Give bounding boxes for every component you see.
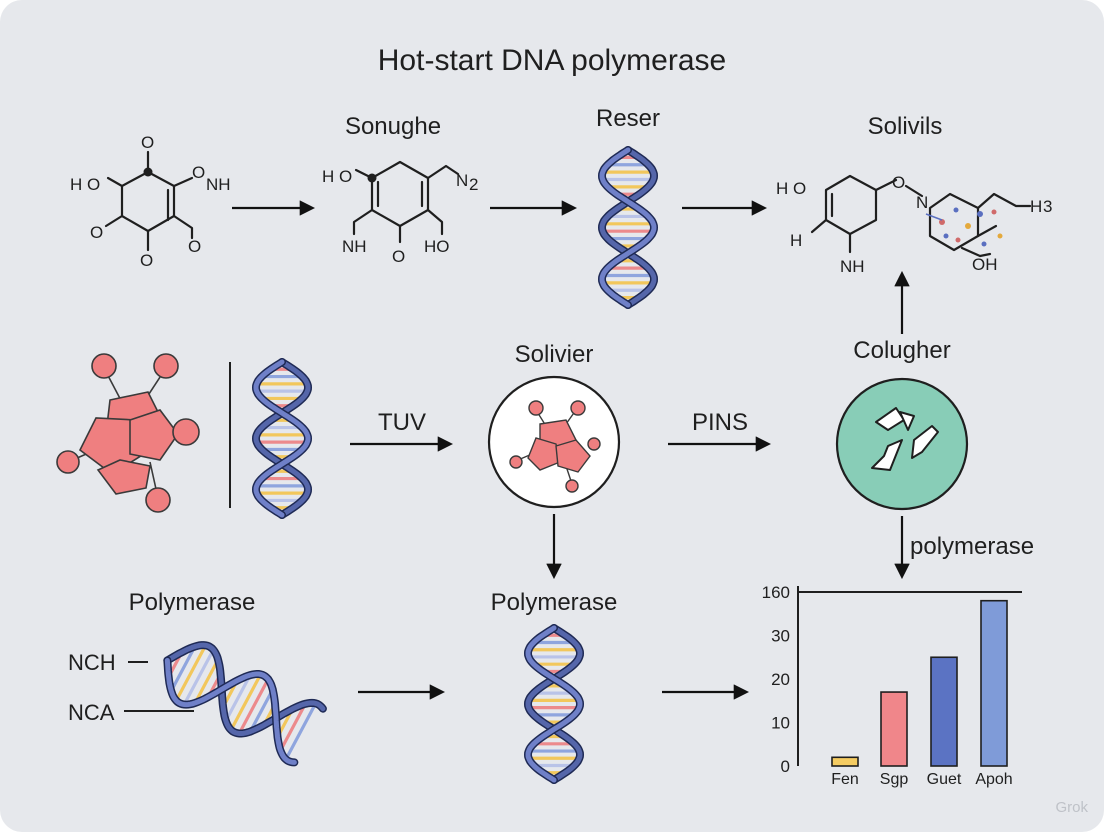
- m1-label-o-right: O: [192, 163, 205, 182]
- chart-x-tick-label: Apoh: [975, 771, 1012, 788]
- molecule-3: H O O N H H 3 NH OH: [776, 173, 1052, 276]
- chart-y-tick-label: 20: [771, 670, 790, 689]
- m1-label-ho: H O: [70, 175, 100, 194]
- dna-base-pair: [237, 678, 270, 735]
- m3-label-nh: NH: [840, 257, 865, 276]
- m3-label-h: H: [790, 231, 802, 250]
- label-polymerase-arrow: polymerase: [910, 533, 1034, 560]
- dna-helix-center: [523, 624, 585, 784]
- molecule-2: H O N 2 NH O HO: [322, 160, 478, 266]
- label-solivils: Solivils: [868, 113, 943, 140]
- dna-helix-top: [597, 146, 659, 309]
- m2-label-nh: NH: [342, 237, 367, 256]
- dna-base-pair: [174, 644, 208, 702]
- m2-label-n: N: [456, 171, 468, 190]
- label-pins: PINS: [692, 409, 748, 436]
- label-colugher: Colugher: [853, 337, 950, 364]
- m1-label-o-br: O: [188, 237, 201, 256]
- dna-base-pair: [182, 648, 215, 706]
- label-reser: Reser: [596, 105, 660, 132]
- chart-bar: [980, 599, 1008, 767]
- dna-base-pair: [169, 645, 197, 692]
- m1-label-o-left: O: [90, 223, 103, 242]
- m2-label-sub2: 2: [469, 175, 478, 194]
- chart-bar: [831, 756, 859, 767]
- dna-strand: [164, 642, 326, 737]
- m3-label-h3: H: [1030, 197, 1042, 216]
- label-nch: NCH: [68, 650, 116, 675]
- dna-base-pair: [229, 673, 263, 731]
- dna-strand: [525, 625, 583, 783]
- m3-label-o: O: [892, 173, 905, 192]
- molecule-1: H O O O NH O O O: [70, 133, 231, 270]
- diagram-title: Hot-start DNA polymerase: [378, 44, 726, 77]
- m3-label-ho: H O: [776, 179, 806, 198]
- m2-label-o: O: [392, 247, 405, 266]
- m2-label-ho-right: HO: [424, 237, 450, 256]
- dna-helix-tilted: [163, 641, 327, 767]
- chart-bar: [880, 691, 908, 767]
- chart-x-tick-label: Sgp: [880, 771, 909, 788]
- protein-molecule-large: [56, 353, 200, 513]
- chart-x-tick-label: Guet: [927, 771, 962, 788]
- chart-y-tick-label: 160: [762, 583, 790, 602]
- label-sonughe: Sonughe: [345, 113, 441, 140]
- dna-strand: [253, 359, 311, 518]
- m1-label-nh: NH: [206, 175, 231, 194]
- label-nca: NCA: [68, 700, 115, 725]
- dna-helix-left: [251, 358, 313, 519]
- chart-y-tick-label: 10: [771, 714, 790, 733]
- label-solivier: Solivier: [515, 341, 594, 368]
- m1-label-o-bottom: O: [140, 251, 153, 270]
- dna-base-pair: [193, 658, 220, 704]
- label-polymerase-center: Polymerase: [491, 589, 618, 616]
- solivier-circle: [487, 375, 621, 509]
- label-tuv: TUV: [378, 409, 426, 436]
- colugher-circle: [835, 377, 969, 511]
- label-polymerase-left: Polymerase: [129, 589, 256, 616]
- m3-label-sub3: 3: [1043, 197, 1052, 216]
- m2-label-ho: H O: [322, 167, 352, 186]
- dna-strand: [599, 147, 657, 308]
- chart-x-tick-label: Fen: [831, 771, 859, 788]
- dna-strand: [525, 625, 583, 783]
- chart-y-tick-label: 0: [781, 757, 790, 776]
- dna-base-pair: [248, 688, 275, 733]
- dna-strand: [599, 147, 657, 308]
- dna-base-pair: [279, 703, 307, 752]
- dna-base-pair: [224, 674, 252, 722]
- chart-y-tick-label: 30: [771, 627, 790, 646]
- m3-label-oh: OH: [972, 255, 998, 274]
- m1-label-o-top: O: [141, 133, 154, 152]
- dna-base-pair: [284, 702, 318, 761]
- m3-label-n: N: [916, 193, 928, 212]
- dna-strand: [164, 657, 297, 765]
- watermark: Grok: [1055, 799, 1088, 816]
- dna-strand: [253, 359, 311, 518]
- chart-bar: [930, 656, 958, 767]
